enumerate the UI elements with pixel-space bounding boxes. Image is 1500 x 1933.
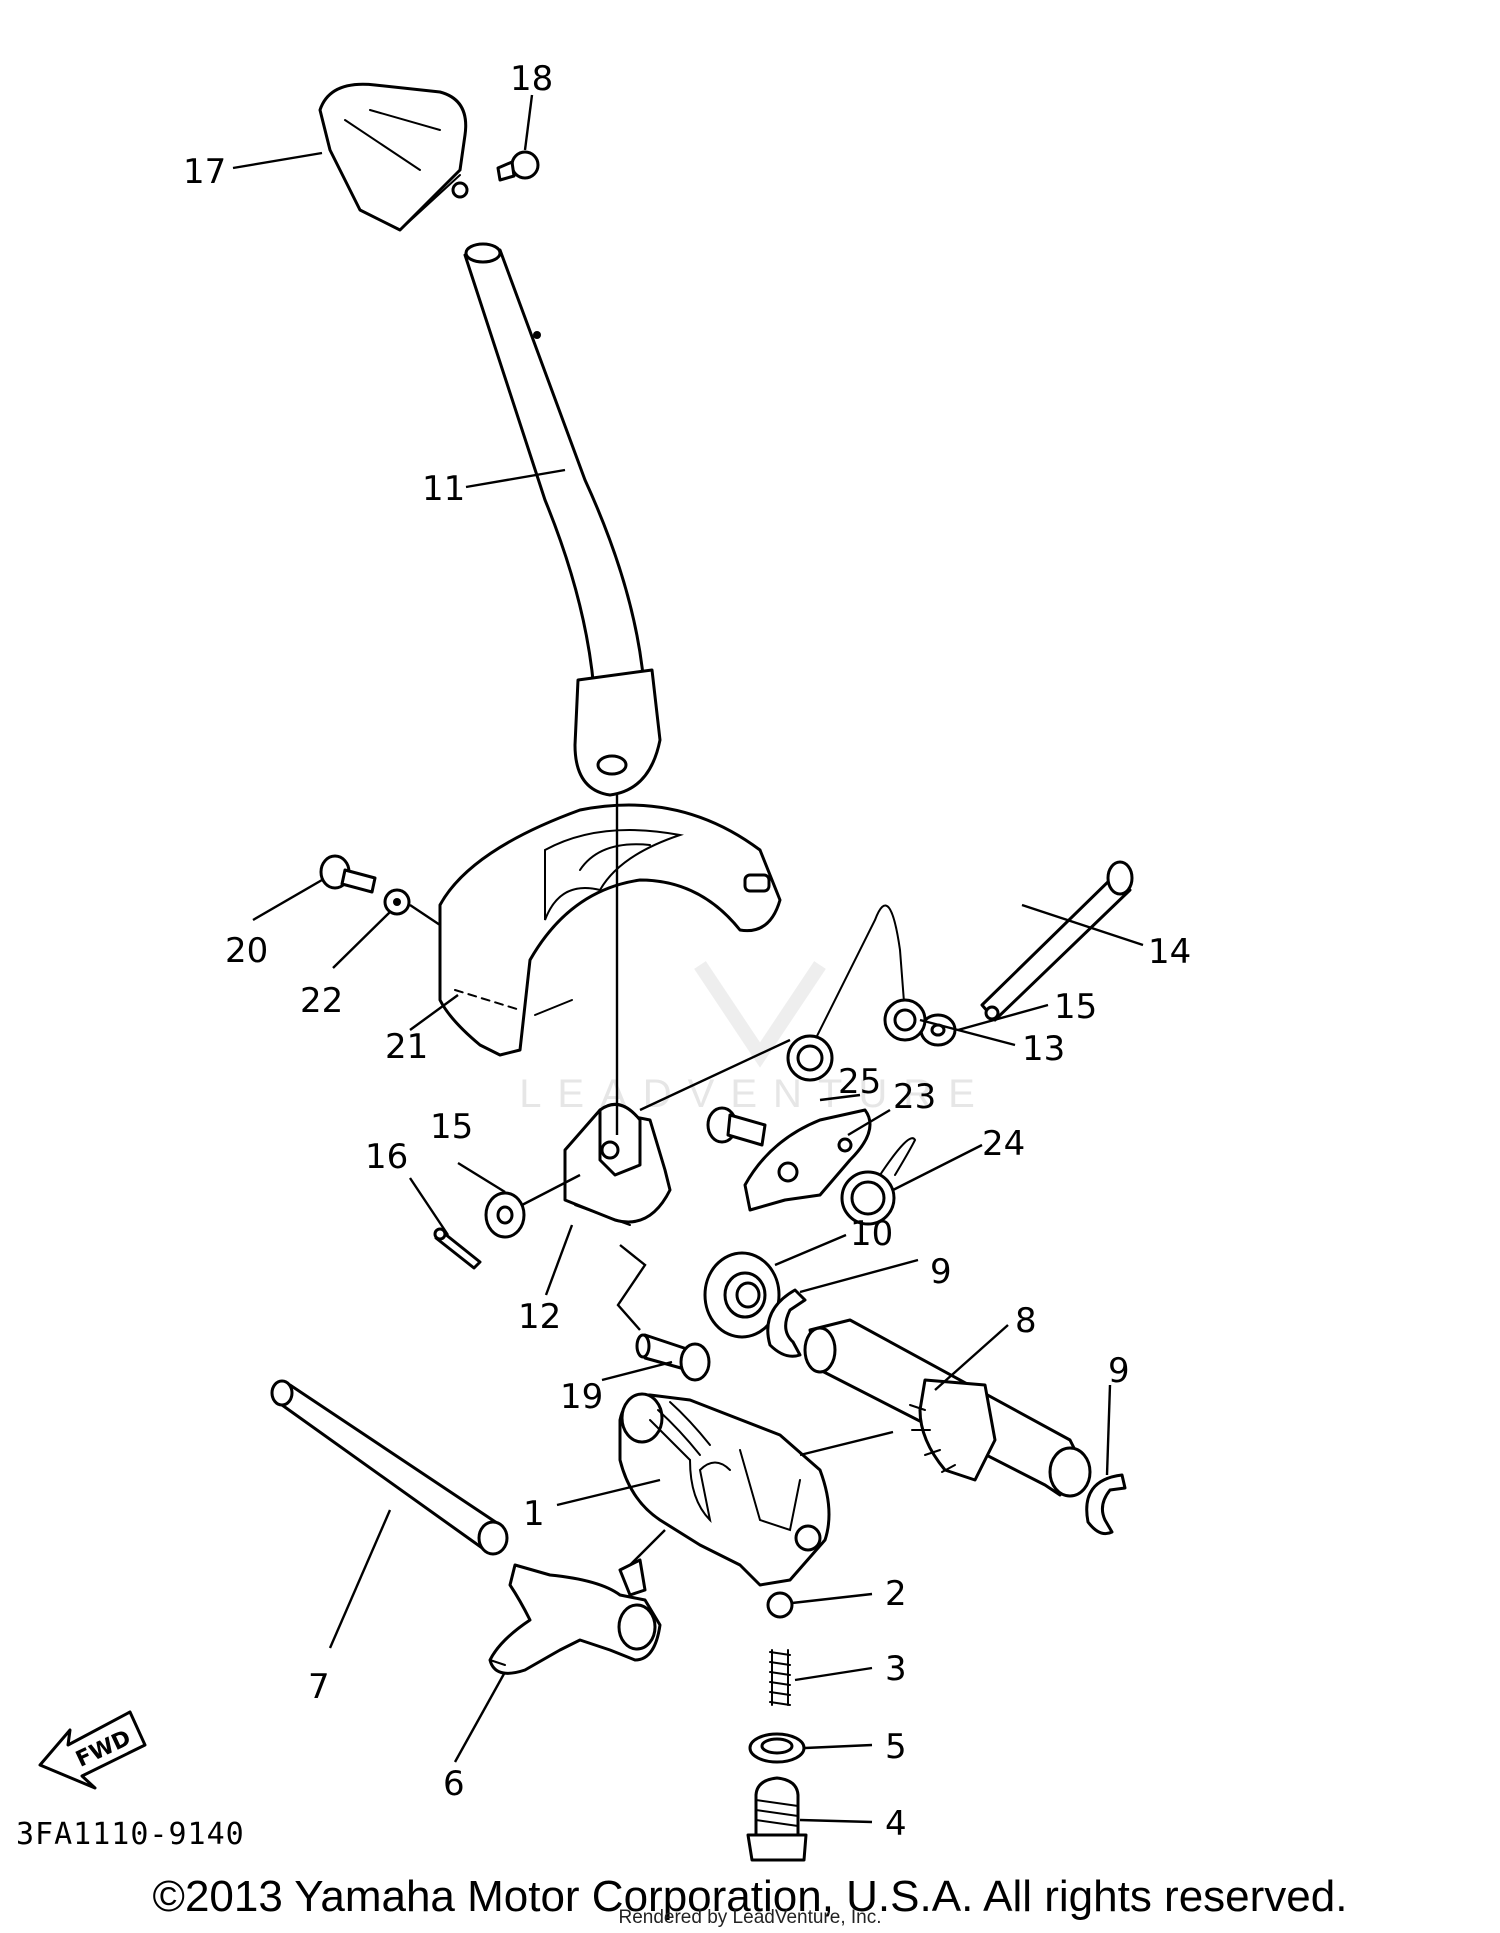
part-24-spring[interactable] xyxy=(840,1137,917,1226)
part-16-cotter-pin[interactable] xyxy=(433,1227,482,1270)
part-14-pin[interactable] xyxy=(980,860,1134,1022)
callout-9-upper: 9 xyxy=(930,1252,952,1292)
callout-18: 18 xyxy=(510,59,553,99)
part-2-ball[interactable] xyxy=(766,1591,794,1619)
callout-1: 1 xyxy=(523,1494,545,1534)
callout-19: 19 xyxy=(560,1377,603,1417)
callout-15-right: 15 xyxy=(1054,987,1097,1027)
part-12-bracket[interactable] xyxy=(563,1102,672,1226)
part-25-screw[interactable] xyxy=(706,1106,767,1147)
part-9-circlip-upper[interactable] xyxy=(766,1288,807,1358)
part-7-guide-bar[interactable] xyxy=(270,1379,509,1556)
callout-16: 16 xyxy=(365,1137,408,1177)
callout-13: 13 xyxy=(1022,1029,1065,1069)
callout-5: 5 xyxy=(885,1727,907,1767)
part-9-circlip-right[interactable] xyxy=(1085,1473,1127,1536)
rendered-by-notice: Rendered by LeadVenture, Inc. xyxy=(618,1907,882,1928)
part-5-washer[interactable] xyxy=(748,1732,806,1764)
callout-15-left: 15 xyxy=(430,1107,473,1147)
part-8-shift-shaft[interactable] xyxy=(803,1318,1092,1498)
callout-9-right: 9 xyxy=(1108,1351,1130,1391)
callout-11: 11 xyxy=(422,469,465,509)
part-4-plug[interactable] xyxy=(746,1776,808,1862)
fwd-arrow-icon: FWD xyxy=(38,1710,147,1790)
callout-7: 7 xyxy=(308,1667,330,1707)
callout-14: 14 xyxy=(1148,932,1191,972)
part-11-shift-lever[interactable] xyxy=(463,242,662,797)
part-17-knob[interactable] xyxy=(318,82,469,232)
callout-8: 8 xyxy=(1015,1301,1037,1341)
callout-12: 12 xyxy=(518,1297,561,1337)
part-15-washer-left[interactable] xyxy=(484,1191,526,1239)
callout-24: 24 xyxy=(982,1124,1025,1164)
watermark: LEADVENTURE xyxy=(519,1072,991,1116)
part-18-screw[interactable] xyxy=(496,150,540,182)
part-19-bolt[interactable] xyxy=(635,1333,711,1382)
callout-20: 20 xyxy=(225,931,268,971)
part-20-bolt[interactable] xyxy=(319,854,377,894)
callout-23: 23 xyxy=(893,1077,936,1117)
callout-3: 3 xyxy=(885,1649,907,1689)
callout-22: 22 xyxy=(300,981,343,1021)
callout-10: 10 xyxy=(850,1214,893,1254)
copyright-notice: ©2013 Yamaha Motor Corporation, U.S.A. A… xyxy=(152,1872,1348,1921)
part-10-bearing[interactable] xyxy=(703,1251,781,1339)
drawing-code: 3FA1110-9140 xyxy=(16,1817,245,1852)
part-3-spring[interactable] xyxy=(769,1649,791,1706)
callout-4: 4 xyxy=(885,1804,907,1844)
callout-25: 25 xyxy=(838,1062,881,1102)
callout-21: 21 xyxy=(385,1027,428,1067)
callout-2: 2 xyxy=(885,1574,907,1614)
part-23-stopper-plate[interactable] xyxy=(743,1108,872,1212)
callout-17: 17 xyxy=(183,152,226,192)
callout-6: 6 xyxy=(443,1764,465,1804)
part-21-shift-gate[interactable] xyxy=(438,803,782,1057)
part-6-shift-fork[interactable] xyxy=(488,1558,662,1675)
part-22-washer[interactable] xyxy=(383,888,411,916)
leader-lines xyxy=(232,94,1144,1824)
part-1-shift-drum[interactable] xyxy=(618,1392,831,1587)
callouts: 17 18 11 20 22 21 14 15 13 25 23 24 15 1… xyxy=(183,59,1191,1844)
part-13-spring[interactable] xyxy=(786,904,927,1082)
